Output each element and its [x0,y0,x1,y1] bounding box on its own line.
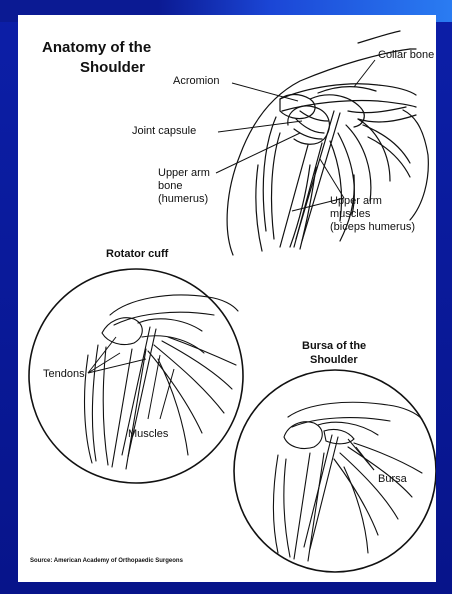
label-upper-arm-muscles-1: Upper arm [330,195,382,207]
rotator-cuff-title: Rotator cuff [106,248,168,261]
bursa-leader-lines [348,439,374,470]
bursa-title-line2: Shoulder [310,354,358,367]
label-bursa: Bursa [378,473,407,485]
diagram-panel: Anatomy of the Shoulder Collar bone Acro… [18,15,436,582]
label-acromion: Acromion [173,75,219,87]
label-joint-capsule: Joint capsule [132,125,196,137]
label-collar-bone: Collar bone [378,49,434,61]
label-upper-arm-muscles-3: (biceps humerus) [330,221,415,233]
label-muscles: Muscles [128,428,168,440]
rotator-cuff-illustration [85,295,238,469]
label-upper-arm-bone-1: Upper arm [158,167,210,179]
label-upper-arm-bone-3: (humerus) [158,193,208,205]
source-credit: Source: American Academy of Orthopaedic … [30,557,183,565]
diagram-title-line1: Anatomy of the [42,39,151,57]
label-upper-arm-bone-2: bone [158,180,182,192]
label-upper-arm-muscles-2: muscles [330,208,370,220]
diagram-title-line2: Shoulder [80,59,145,77]
label-tendons: Tendons [43,368,85,380]
bursa-circle [234,370,436,572]
diagram-drawing [18,15,436,582]
bursa-title-line1: Bursa of the [302,340,366,353]
rotator-cuff-leader-lines [88,337,174,419]
